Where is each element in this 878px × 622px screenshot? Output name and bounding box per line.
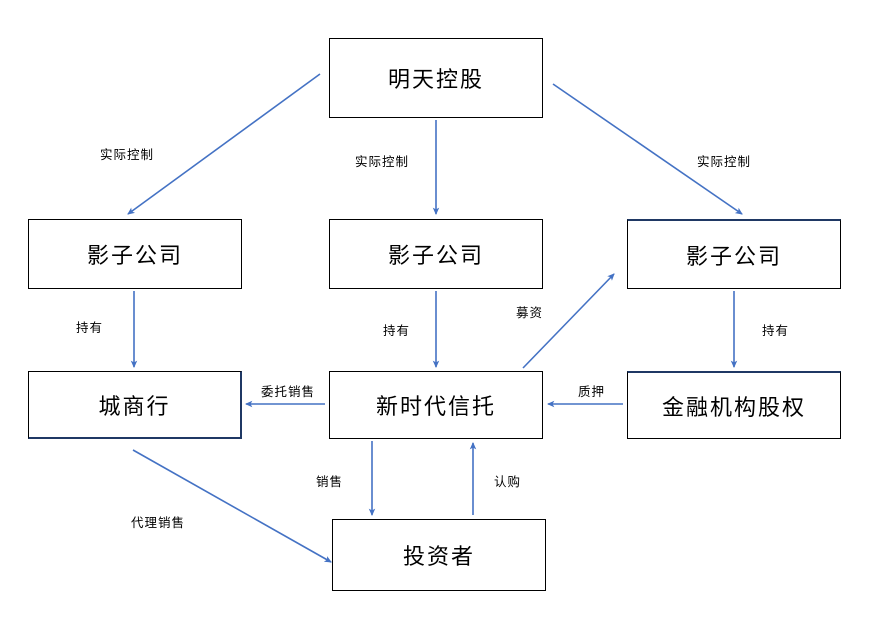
node-label: 明天控股 [387, 68, 484, 93]
node-citybank[interactable]: 城商行 [28, 371, 242, 439]
node-mingtian[interactable]: 明天控股 [329, 38, 543, 118]
edge-label-e10: 销售 [316, 474, 344, 489]
edge-arrow-e1 [127, 73, 321, 215]
edge-label-e3: 实际控制 [697, 154, 752, 169]
edge-arrow-e12 [132, 449, 332, 563]
edge-arrow-e3 [552, 83, 743, 215]
node-label: 影子公司 [685, 244, 782, 270]
node-shadow1[interactable]: 影子公司 [28, 219, 242, 289]
edge-label-e6: 持有 [762, 323, 790, 338]
node-label: 影子公司 [86, 244, 183, 269]
edge-label-e1: 实际控制 [100, 147, 155, 162]
node-investor[interactable]: 投资者 [332, 519, 546, 591]
edge-label-e11: 认购 [494, 474, 522, 489]
edge-label-e12: 代理销售 [131, 515, 186, 530]
node-fin_equity[interactable]: 金融机构股权 [627, 371, 841, 439]
node-trust[interactable]: 新时代信托 [329, 371, 543, 439]
node-label: 城商行 [98, 394, 171, 420]
node-label: 金融机构股权 [661, 395, 806, 421]
node-label: 新时代信托 [375, 395, 496, 420]
edge-label-e9: 质押 [578, 384, 606, 399]
node-shadow3[interactable]: 影子公司 [627, 219, 841, 289]
edge-label-e2: 实际控制 [355, 154, 410, 169]
edge-arrow-e7 [522, 273, 615, 369]
node-label: 投资者 [402, 545, 475, 570]
edge-label-e8: 委托销售 [261, 384, 316, 399]
node-label: 影子公司 [387, 244, 484, 269]
node-shadow2[interactable]: 影子公司 [329, 219, 543, 289]
edge-label-e5: 持有 [383, 323, 411, 338]
edge-label-e7: 募资 [516, 305, 544, 320]
edge-label-e4: 持有 [76, 320, 104, 335]
